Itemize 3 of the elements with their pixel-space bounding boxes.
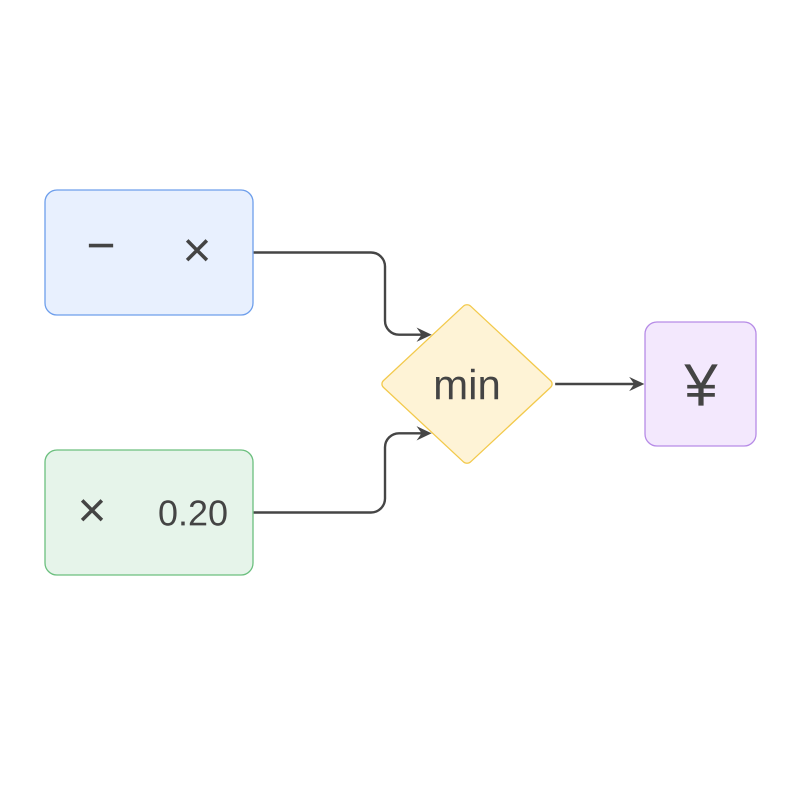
process-box: − × xyxy=(44,189,254,316)
process-box: × 0.20 xyxy=(44,449,254,576)
result-box: ¥ xyxy=(644,321,757,447)
